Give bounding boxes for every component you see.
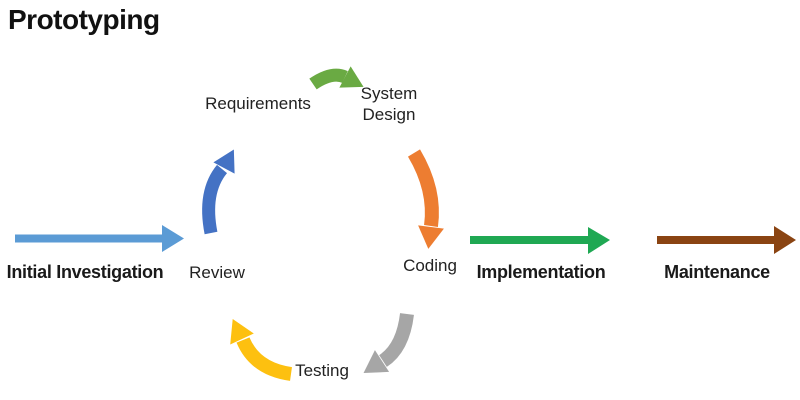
phase-label-maintenance: Maintenance xyxy=(664,262,770,282)
phase-label-review: Review xyxy=(189,263,245,282)
arrow-testing-to-review-icon xyxy=(230,319,293,381)
arrow-system-design-to-coding-icon xyxy=(407,149,444,249)
phase-label-coding: Coding xyxy=(403,256,457,275)
phase-label-requirements: Requirements xyxy=(205,94,311,113)
phase-label-implementation: Implementation xyxy=(476,262,606,282)
arrow-requirements-to-system-design-icon xyxy=(309,66,364,90)
phase-label-system-design: System Design xyxy=(360,84,418,124)
arrow-review-to-requirements-icon xyxy=(202,149,235,235)
arrow-coding-to-implementation-icon xyxy=(470,227,610,254)
arrow-implementation-to-maintenance-icon xyxy=(657,226,796,254)
arrow-initial-investigation-to-review-icon xyxy=(15,225,184,252)
page-title: Prototyping xyxy=(8,4,160,35)
arrow-coding-to-testing-icon xyxy=(363,313,414,373)
phase-label-initial-investigation: Initial Investigation xyxy=(6,262,164,282)
phase-label-testing: Testing xyxy=(295,361,349,380)
